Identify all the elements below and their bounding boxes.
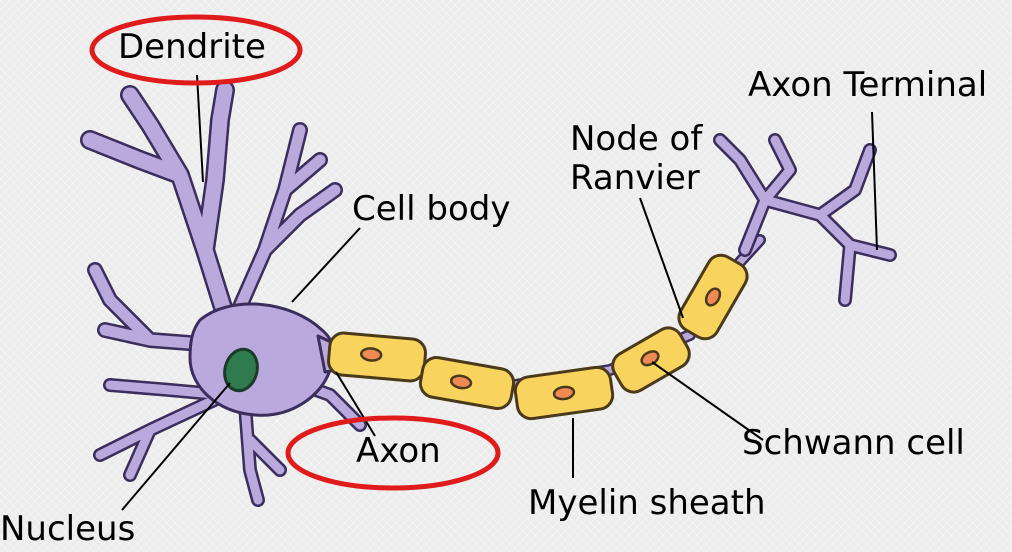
myelin-segment — [674, 250, 752, 344]
myelin-segment — [327, 332, 426, 382]
leader-dendrite — [197, 75, 203, 182]
schwann-nucleus — [361, 348, 382, 362]
cell-body — [190, 304, 334, 415]
myelin-segment — [608, 323, 695, 397]
cell-body-label: Cell body — [352, 190, 510, 229]
nucleus-label: Nucleus — [0, 510, 135, 549]
axon-label: Axon — [356, 432, 441, 471]
myelin-segment — [514, 366, 615, 421]
leader-node — [640, 198, 683, 318]
schwann-cell-label: Schwann cell — [742, 424, 965, 463]
node-of-ranvier-label: Node of Ranvier — [570, 120, 702, 198]
myelin-sheath-label: Myelin sheath — [528, 484, 766, 523]
leader-axon-terminal — [872, 112, 877, 250]
myelin-segment — [418, 355, 516, 410]
leader-cell-body — [292, 228, 360, 302]
axon-terminal-label: Axon Terminal — [748, 66, 987, 105]
dendrites — [90, 90, 360, 500]
dendrite-label: Dendrite — [118, 28, 266, 67]
